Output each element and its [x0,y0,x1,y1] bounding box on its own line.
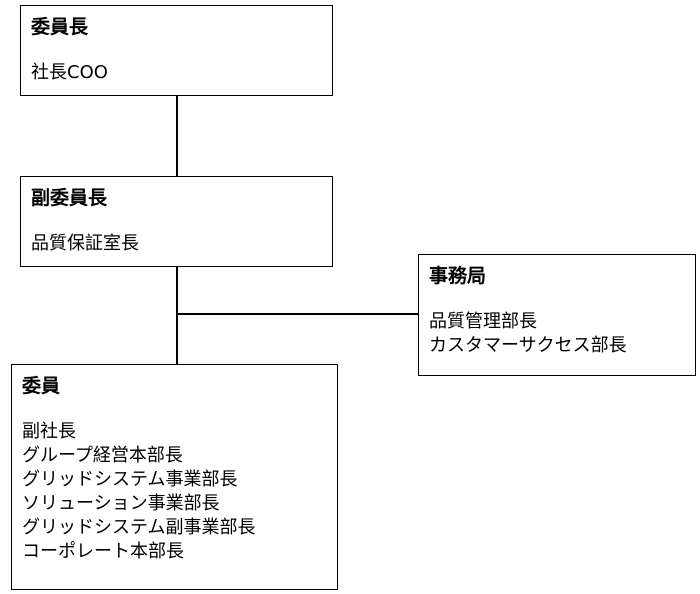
committee-members-box: 委員 副社長 グループ経営本部長 グリッドシステム事業部長 ソリューション事業部… [11,364,338,590]
chairman-box: 委員長 社長COO [20,5,333,96]
vice-chairman-member: 品質保証室長 [31,233,139,254]
chairman-title: 委員長 [31,16,89,38]
secretariat-member: 品質管理部長 [429,311,537,332]
committee-member: ソリューション事業部長 [22,493,220,514]
secretariat-box: 事務局 品質管理部長 カスタマーサクセス部長 [418,254,696,376]
chairman-member: 社長COO [31,62,108,83]
secretariat-member: カスタマーサクセス部長 [429,335,627,356]
committee-member: グリッドシステム事業部長 [22,469,238,490]
committee-member: 副社長 [22,421,76,442]
committee-member: グリッドシステム副事業部長 [22,517,256,538]
connector-secretariat [176,313,418,315]
committee-member: グループ経営本部長 [22,445,183,466]
vice-chairman-box: 副委員長 品質保証室長 [20,176,333,267]
committee-member: コーポレート本部長 [22,541,184,562]
secretariat-title: 事務局 [429,265,487,287]
committee-members-title: 委員 [22,375,61,397]
connector-vice-members [176,266,178,364]
connector-chairman-vice [176,95,178,176]
vice-chairman-title: 副委員長 [31,187,108,209]
